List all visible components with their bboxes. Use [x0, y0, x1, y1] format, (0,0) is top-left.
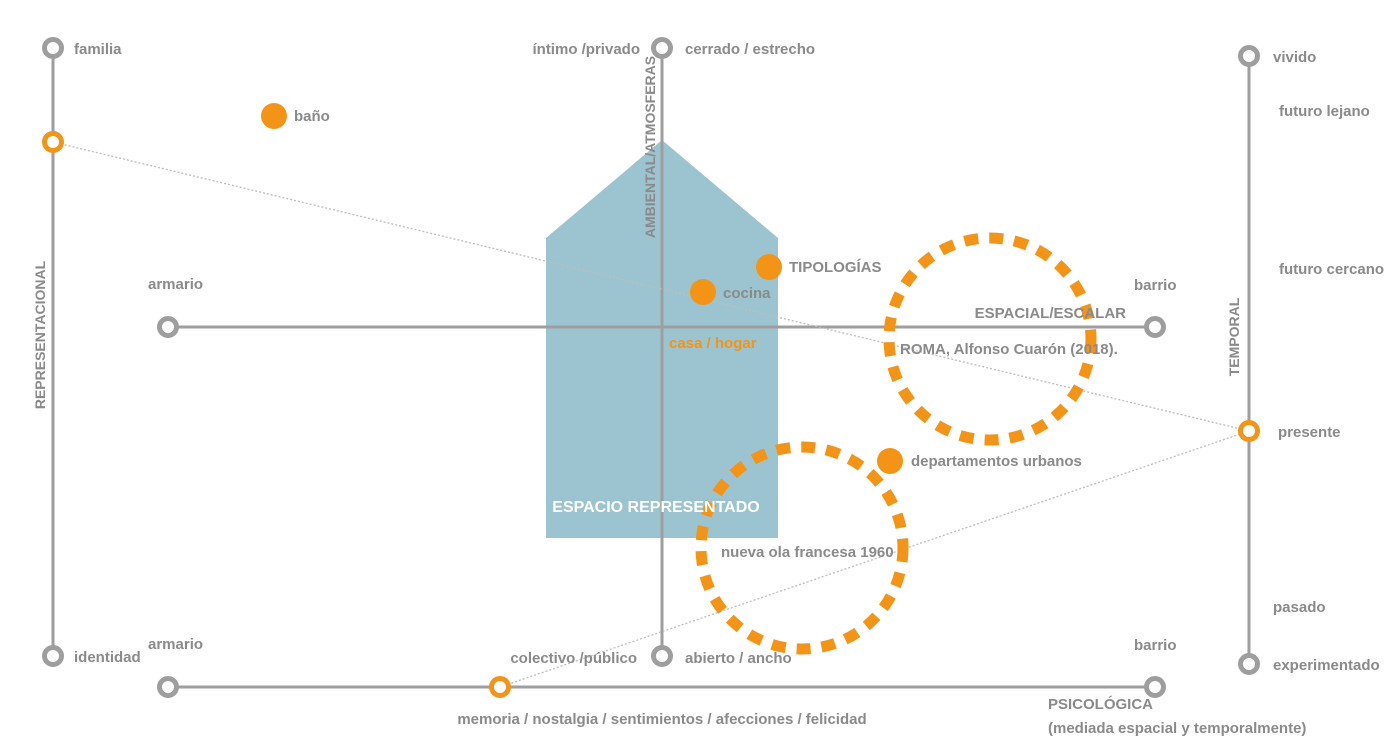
dot-tipologias [756, 254, 782, 280]
node-barrio-bottom [1144, 676, 1166, 698]
orange-nodes [42, 131, 1260, 698]
node-center-top [651, 37, 673, 59]
label-departamentos: departamentos urbanos [911, 453, 1082, 470]
dot-cocina [690, 279, 716, 305]
node-experimentado [1238, 653, 1260, 675]
node-representacional-point [42, 131, 64, 153]
label-nueva-ola: nueva ola francesa 1960 [721, 544, 894, 561]
label-barrio-middle: barrio [1134, 277, 1177, 294]
label-armario-bottom: armario [148, 636, 203, 653]
dot-bano [261, 103, 287, 129]
node-familia [42, 37, 64, 59]
label-identidad: identidad [74, 649, 141, 666]
node-presente [1238, 420, 1260, 442]
node-vivido [1238, 45, 1260, 67]
label-intimo-privado: íntimo /privado [532, 41, 640, 58]
orange-dots [261, 103, 903, 474]
axis-title-temporal: TEMPORAL [1226, 297, 1242, 376]
label-bano: baño [294, 108, 330, 125]
dot-departamentos [877, 448, 903, 474]
axis-title-ambiental: AMBIENTAL/ATMOSFERAS [642, 56, 658, 238]
label-casa-hogar: casa / hogar [669, 335, 757, 352]
axis-subtitle-psicologica: (mediada espacial y temporalmente) [1048, 720, 1306, 737]
axis-title-representacional: REPRESENTACIONAL [32, 260, 48, 409]
label-pasado: pasado [1273, 599, 1326, 616]
axis-title-psicologica: PSICOLÓGICA [1048, 695, 1153, 713]
node-barrio-middle [1144, 316, 1166, 338]
node-identidad [42, 645, 64, 667]
node-armario-bottom [157, 676, 179, 698]
connector-line-upper [52, 141, 1250, 432]
label-colectivo-publico: colectivo /público [510, 650, 637, 667]
label-futuro-lejano: futuro lejano [1279, 103, 1370, 120]
label-cocina: cocina [723, 285, 771, 302]
label-familia: familia [74, 41, 122, 58]
label-experimentado: experimentado [1273, 657, 1380, 674]
label-presente: presente [1278, 424, 1341, 441]
grey-nodes [42, 37, 1260, 698]
axis-title-espacial: ESPACIAL/ESCALAR [975, 305, 1127, 322]
label-barrio-bottom: barrio [1134, 637, 1177, 654]
label-futuro-cercano: futuro cercano [1279, 261, 1384, 278]
label-abierto-ancho: abierto / ancho [685, 650, 792, 667]
node-center-bottom [651, 645, 673, 667]
label-roma: ROMA, Alfonso Cuarón (2018). [900, 341, 1118, 358]
label-vivido: vivido [1273, 49, 1316, 66]
node-memoria [489, 676, 511, 698]
label-memoria: memoria / nostalgia / sentimientos / afe… [457, 711, 866, 728]
label-tipologias: TIPOLOGÍAS [789, 259, 882, 276]
node-armario-middle [157, 316, 179, 338]
roma-circle [883, 232, 1097, 446]
label-cerrado-estrecho: cerrado / estrecho [685, 41, 815, 58]
label-armario-middle: armario [148, 276, 203, 293]
label-espacio-representado: ESPACIO REPRESENTADO [552, 499, 759, 516]
nueva-ola-circle [695, 441, 909, 655]
